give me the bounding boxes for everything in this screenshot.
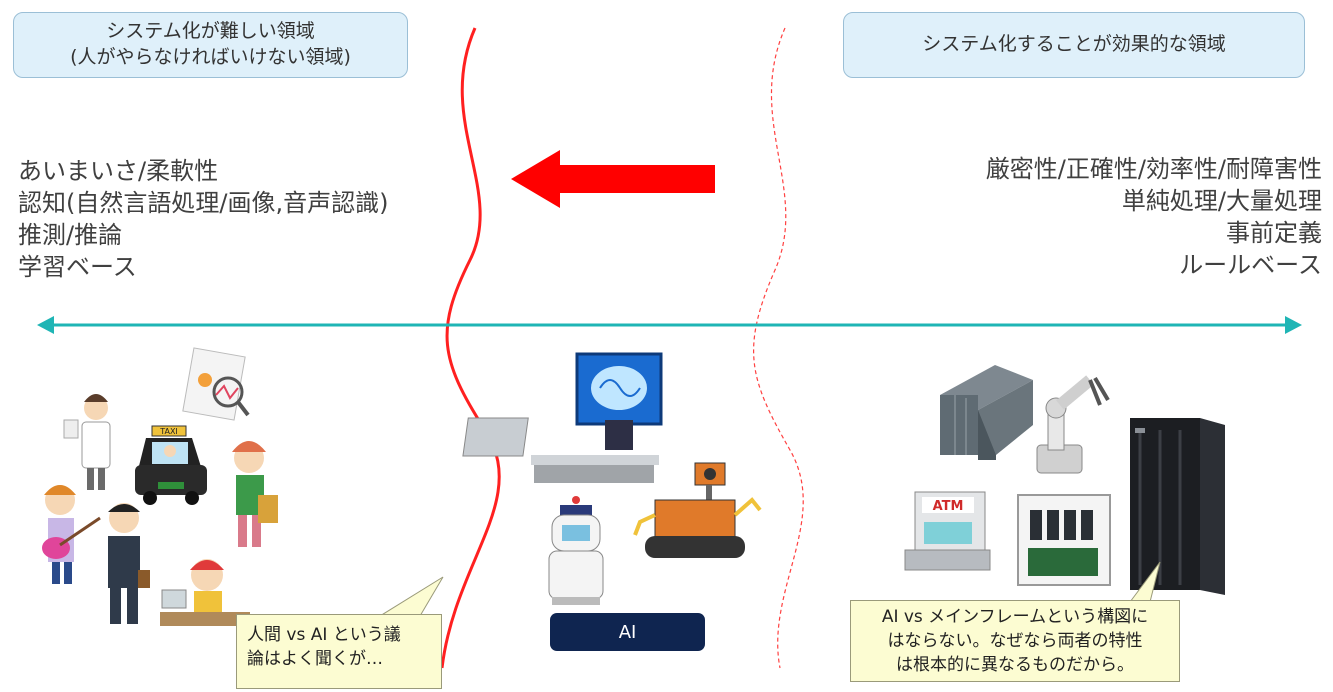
server-racks-icon (940, 365, 1033, 460)
tracked-robot-icon (633, 462, 762, 558)
guard-robot-icon (548, 496, 604, 605)
atm-machine-icon: ATM (904, 491, 991, 571)
people-illustration: TAXI (42, 347, 278, 626)
callout-right-line1: AI vs メインフレームという構図に (881, 607, 1149, 627)
list-item: 単純処理/大量処理 (1121, 187, 1322, 215)
header-left-line2: (人がやらなければいけない領域) (70, 46, 351, 68)
ai-brain-monitor-icon (462, 352, 663, 483)
header-left-line1: システム化が難しい領域 (106, 20, 315, 43)
mainframe-icon (1130, 418, 1225, 595)
header-right-line1: システム化することが効果的な領域 (922, 33, 1226, 56)
machines-illustration: ATM (904, 365, 1225, 595)
taxi-figure: TAXI (135, 425, 207, 505)
axis-double-arrow (37, 316, 1302, 334)
header-box-left: システム化が難しい領域 (人がやらなければいけない領域) (13, 12, 408, 78)
callout-right-line2: はならない。なぜなら両者の特性 (887, 631, 1143, 651)
businessman-figure (108, 503, 150, 624)
callout-right-line3: は根本的に異なるものだから。 (896, 655, 1134, 675)
list-item: あいまいさ/柔軟性 (18, 157, 219, 185)
ai-robots-illustration (462, 352, 762, 605)
list-item: ルールベース (1179, 251, 1322, 279)
callout-right: AI vs メインフレームという構図に はならない。なぜなら両者の特性 は根本的… (850, 600, 1180, 682)
boundary-wave-solid (440, 27, 501, 669)
cashier-figure (160, 559, 250, 626)
callout-left: 人間 vs AI という議 論はよく聞くが… (236, 614, 442, 689)
left-characteristics-list: あいまいさ/柔軟性 認知(自然言語処理/画像,音声認識) 推測/推論 学習ベース (18, 155, 388, 283)
server-frame-icon (1017, 494, 1111, 586)
list-item: 推測/推論 (18, 221, 123, 249)
callout-left-line1: 人間 vs AI という議 (247, 625, 401, 645)
robot-arm-icon (1036, 375, 1110, 474)
boundary-wave-dotted (753, 27, 804, 669)
list-item: 認知(自然言語処理/画像,音声認識) (18, 189, 389, 217)
guitarist-figure (42, 485, 101, 584)
doctor-figure (63, 394, 111, 490)
list-item: 学習ベース (18, 253, 137, 281)
callout-left-tail (378, 576, 444, 617)
list-item: 事前定義 (1226, 219, 1322, 247)
callout-left-line2: 論はよく聞くが… (247, 649, 383, 669)
shopper-figure (232, 441, 278, 547)
right-characteristics-list: 厳密性/正確性/効率性/耐障害性 単純処理/大量処理 事前定義 ルールベース (986, 153, 1322, 281)
document-chart-icon (182, 347, 250, 421)
atm-label: ATM (933, 499, 964, 514)
list-item: 厳密性/正確性/効率性/耐障害性 (985, 155, 1322, 183)
ai-badge: AI (550, 613, 705, 651)
shift-arrow-icon (511, 150, 715, 208)
taxi-sign-label: TAXI (159, 427, 178, 436)
header-box-right: システム化することが効果的な領域 (843, 12, 1305, 78)
